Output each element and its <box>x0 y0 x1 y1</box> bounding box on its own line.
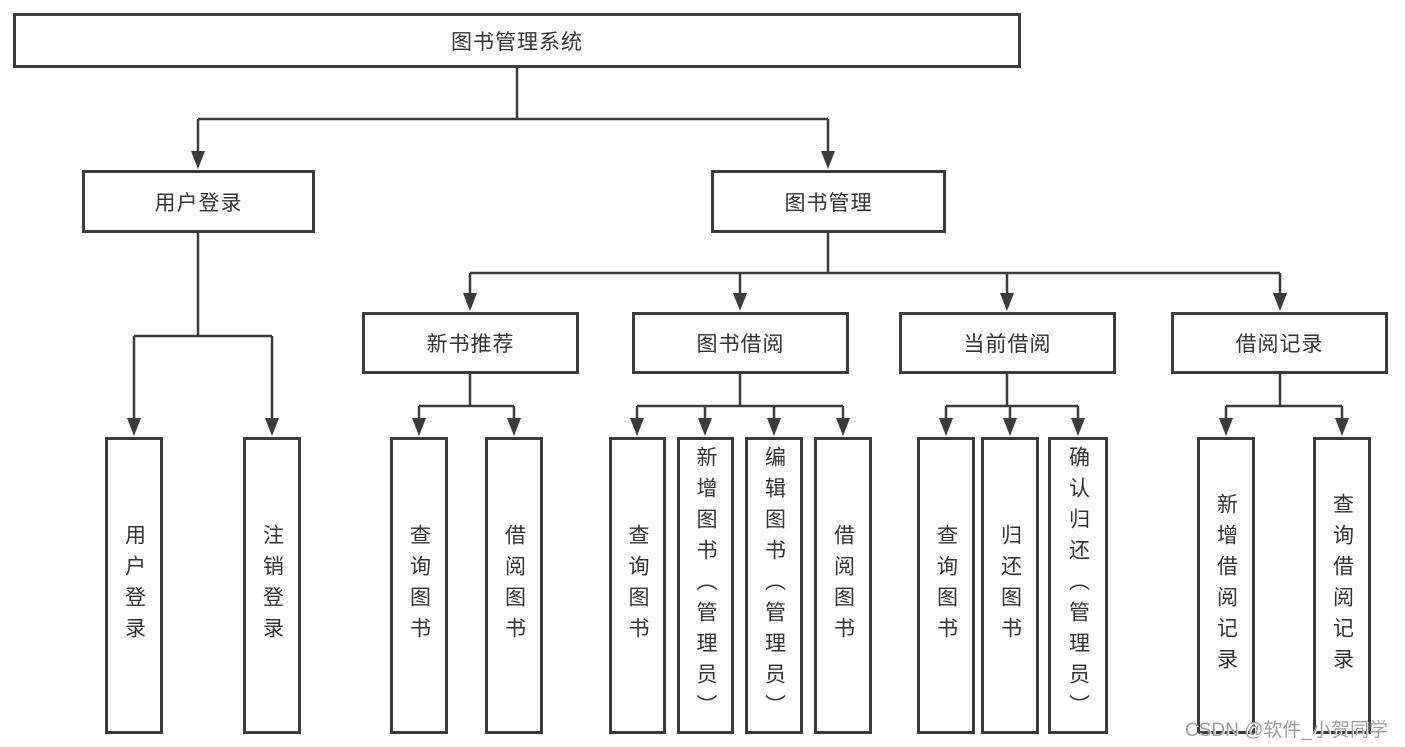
arrowhead-icon <box>1003 418 1017 436</box>
edge-book-borrow-children <box>635 374 845 420</box>
leaf-query-borrow-record-label: 查询借阅记录 <box>1330 492 1354 679</box>
arrowhead-icon <box>412 418 426 436</box>
arrowhead-icon <box>507 418 521 436</box>
node-book-borrow-label: 图书借阅 <box>696 333 785 356</box>
leaf-query-books-current-label: 查询图书 <box>934 523 958 648</box>
arrowhead-icon <box>767 418 781 436</box>
node-new-book-recommend-label: 新书推荐 <box>426 333 515 356</box>
leaf-query-borrow-record: 查询借阅记录 <box>1313 437 1371 734</box>
arrowhead-icon <box>836 418 850 436</box>
leaf-add-book-admin-label: 新增图书（管理员） <box>694 446 717 725</box>
edge-borrow-records-children <box>1224 374 1344 420</box>
edge-user-login-children <box>132 233 274 420</box>
node-borrow-records: 借阅记录 <box>1171 312 1388 374</box>
leaf-add-borrow-record: 新增借阅记录 <box>1197 437 1255 734</box>
leaf-confirm-return-admin-label: 确认归还（管理员） <box>1066 446 1090 725</box>
arrowhead-icon <box>1219 418 1233 436</box>
node-current-borrow: 当前借阅 <box>899 312 1116 374</box>
leaf-logout-label: 注销登录 <box>260 523 284 648</box>
node-root-label: 图书管理系统 <box>451 30 583 54</box>
csdn-watermark: CSDN @软件_小贺同学 <box>1185 720 1388 741</box>
arrow-heads <box>127 151 1349 436</box>
leaf-query-books-recommend: 查询图书 <box>390 437 448 734</box>
leaf-query-books-recommend-label: 查询图书 <box>407 523 431 648</box>
node-user-login: 用户登录 <box>82 170 315 233</box>
arrowhead-icon <box>1273 293 1287 311</box>
leaf-add-book-admin: 新增图书（管理员） <box>677 437 734 734</box>
arrowhead-icon <box>821 151 835 169</box>
edge-new-book-recommend-children <box>417 374 516 420</box>
node-book-management: 图书管理 <box>711 170 946 233</box>
leaf-edit-book-admin-label: 编辑图书（管理员） <box>762 446 786 725</box>
leaf-borrow-books-recommend-label: 借阅图书 <box>502 523 526 648</box>
arrowhead-icon <box>733 293 747 311</box>
arrowhead-icon <box>1000 293 1014 311</box>
node-borrow-records-label: 借阅记录 <box>1235 333 1324 356</box>
leaf-confirm-return-admin: 确认归还（管理员） <box>1048 437 1108 734</box>
leaf-return-book-label: 归还图书 <box>998 523 1022 648</box>
leaf-edit-book-admin: 编辑图书（管理员） <box>745 437 803 734</box>
node-user-login-label: 用户登录 <box>154 191 243 215</box>
node-current-borrow-label: 当前借阅 <box>963 333 1052 356</box>
arrowhead-icon <box>1071 418 1085 436</box>
arrowhead-icon <box>191 151 205 169</box>
edge-current-borrow-children <box>944 374 1080 420</box>
leaf-query-books-current: 查询图书 <box>917 437 975 734</box>
leaf-borrow-books-borrow: 借阅图书 <box>814 437 872 734</box>
node-new-book-recommend: 新书推荐 <box>362 312 579 374</box>
leaf-add-borrow-record-label: 新增借阅记录 <box>1214 492 1238 679</box>
leaf-borrow-books-borrow-label: 借阅图书 <box>831 523 855 648</box>
arrowhead-icon <box>127 418 141 436</box>
arrowhead-icon <box>630 418 644 436</box>
leaf-borrow-books-recommend: 借阅图书 <box>485 437 543 734</box>
arrowhead-icon <box>265 418 279 436</box>
arrowhead-icon <box>939 418 953 436</box>
leaf-query-books-borrow: 查询图书 <box>609 437 666 734</box>
edge-root-to-level2 <box>196 68 830 153</box>
leaf-logout: 注销登录 <box>243 437 301 734</box>
node-book-borrow: 图书借阅 <box>632 312 849 374</box>
node-book-management-label: 图书管理 <box>784 191 873 215</box>
arrowhead-icon <box>698 418 712 436</box>
leaf-user-login-label: 用户登录 <box>122 523 146 648</box>
leaf-user-login: 用户登录 <box>105 437 163 734</box>
leaf-query-books-borrow-label: 查询图书 <box>626 523 649 648</box>
edge-book-management-children <box>468 233 1282 295</box>
leaf-return-book: 归还图书 <box>981 437 1039 734</box>
arrowhead-icon <box>463 293 477 311</box>
arrowhead-icon <box>1335 418 1349 436</box>
node-root: 图书管理系统 <box>13 13 1021 68</box>
